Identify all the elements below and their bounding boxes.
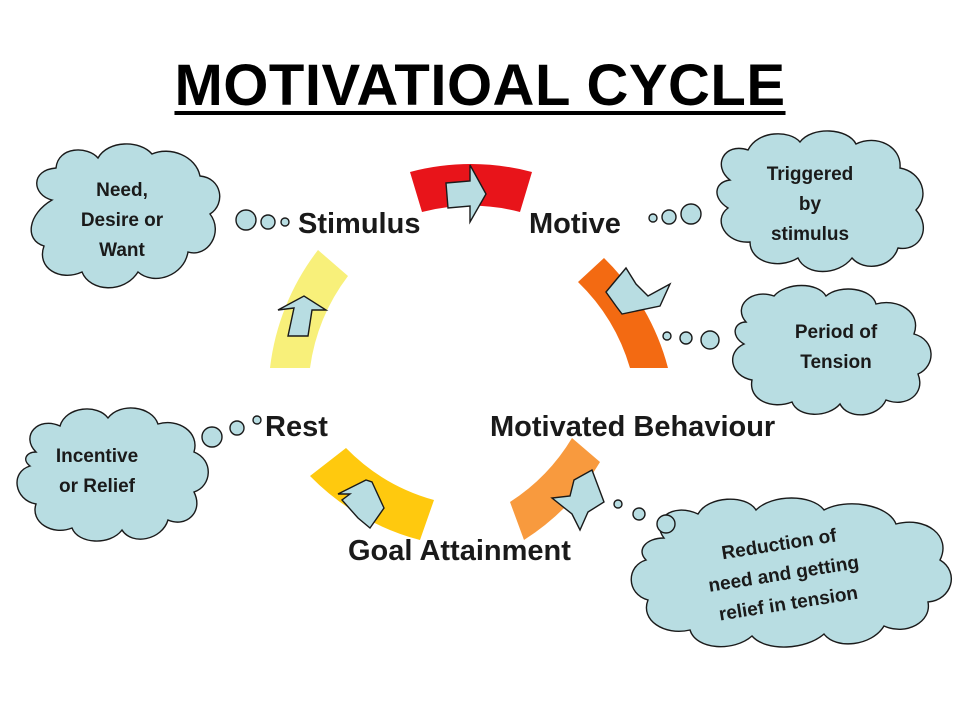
stage-motive: Motive [529, 208, 621, 240]
thought-cloud-triggered: Triggered by stimulus [648, 130, 925, 273]
note-tension-line-2: Tension [800, 352, 871, 373]
note-need-line-2: Desire or [81, 210, 164, 231]
arrow-bottom-right-icon [550, 468, 605, 532]
note-need-line-1: Need, [96, 180, 148, 201]
stage-rest: Rest [265, 411, 328, 443]
note-incentive-line-2: or Relief [59, 476, 136, 497]
thought-cloud-incentive: Incentive or Relief [16, 407, 262, 542]
arrow-left-icon [277, 295, 329, 337]
stage-goal-attainment: Goal Attainment [348, 535, 571, 567]
arrow-top-icon [445, 164, 487, 225]
thought-cloud-need: Need, Desire or Want [30, 143, 290, 289]
arrow-bottom-left-icon [337, 479, 385, 530]
ring-segment-bottom-right [510, 438, 600, 540]
note-triggered-line-2: by [799, 194, 822, 215]
stage-motivated-behaviour: Motivated Behaviour [490, 411, 775, 443]
page-title: MOTIVATIOAL CYCLE [174, 53, 786, 118]
thought-cloud-tension: Period of Tension [662, 284, 932, 416]
note-need-line-3: Want [99, 240, 145, 261]
note-triggered-line-3: stimulus [771, 224, 849, 245]
note-incentive-line-1: Incentive [56, 446, 138, 467]
note-tension-line-1: Period of [795, 322, 878, 343]
note-triggered-line-1: Triggered [767, 164, 854, 185]
stage-stimulus: Stimulus [298, 208, 420, 240]
thought-cloud-reduction: Reduction of need and getting relief in … [613, 497, 952, 648]
arrow-right-icon [605, 266, 672, 315]
